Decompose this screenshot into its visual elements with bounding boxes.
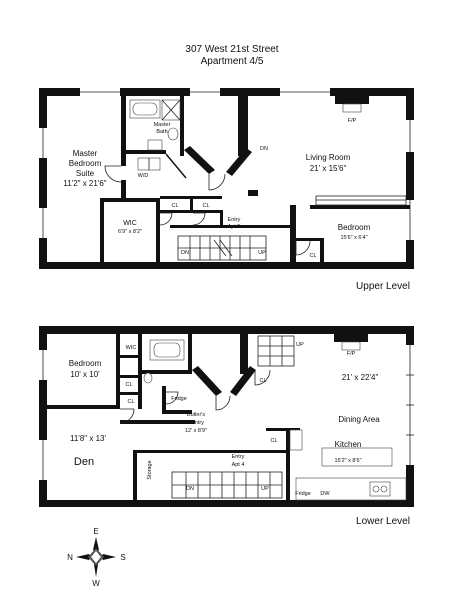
compass-east: E xyxy=(93,527,98,536)
pantry-fridge-label: Fridge xyxy=(171,396,187,402)
butlers-pantry-dims: 12' x 8'9" xyxy=(185,428,207,434)
upper-bedroom-dims: 15'6" x 6'4" xyxy=(340,235,367,241)
compass-north: N xyxy=(67,553,73,562)
compass-south: S xyxy=(120,553,125,562)
lower-closet-2: CL xyxy=(127,399,134,405)
kitchen-dims: 15'2" x 8'6" xyxy=(334,458,361,464)
storage-label: Storage xyxy=(147,460,153,479)
master-suite-label-2: Bedroom xyxy=(69,159,102,168)
upper-stair-dn: DN xyxy=(181,250,189,256)
lower-bedroom-dims: 10' x 10' xyxy=(70,370,100,379)
lower-bedroom-label: Bedroom xyxy=(69,359,102,368)
lower-stairs xyxy=(171,335,295,499)
upper-level-title: Upper Level xyxy=(356,281,410,292)
washer-dryer-label: W/D xyxy=(138,173,149,179)
master-suite-dims: 11'2" x 21'6" xyxy=(63,179,106,188)
butlers-pantry-label-2: Pantry xyxy=(188,420,204,426)
lower-level-title: Lower Level xyxy=(356,516,410,527)
dishwasher-label: DW xyxy=(320,491,330,497)
upper-level-plan: Master Bedroom Suite 11'2" x 21'6" Maste… xyxy=(39,88,414,292)
lower-exterior-walls xyxy=(39,326,414,507)
upper-fireplace-label: F/P xyxy=(348,118,357,124)
compass-west: W xyxy=(92,579,100,588)
upper-bedroom-label: Bedroom xyxy=(338,223,371,232)
lower-door-swings xyxy=(119,369,271,424)
upper-wic-dims: 6'9" x 8'2" xyxy=(118,229,142,235)
living-room-dn: DN xyxy=(260,146,268,152)
master-bath-label-2: Bath xyxy=(156,129,167,135)
upper-stairs xyxy=(177,235,267,261)
dining-area-label: Dining Area xyxy=(338,415,380,424)
upper-fireplace xyxy=(335,96,369,113)
lower-closet-1: CL xyxy=(125,382,132,388)
master-suite-label-3: Suite xyxy=(76,169,95,178)
upper-stair-up: UP xyxy=(258,250,266,256)
lower-labels: Bedroom 10' x 10' WIC CL CL CL CL Fridge… xyxy=(69,342,380,497)
upper-door-swings xyxy=(104,165,311,256)
upper-built-ins xyxy=(315,195,407,206)
butlers-pantry-label-1: Butler's xyxy=(187,412,205,418)
compass-rose: E W N S xyxy=(67,527,126,588)
plan-apartment: Apartment 4/5 xyxy=(201,56,264,67)
kitchen-fixtures xyxy=(289,429,407,501)
upper-exterior-walls xyxy=(39,88,414,269)
lower-closet-3: CL xyxy=(259,378,266,384)
master-bath-label-1: Master xyxy=(154,122,171,128)
upper-closet-1: CL xyxy=(171,203,178,209)
upper-closet-2: CL xyxy=(202,203,209,209)
den-label: Den xyxy=(74,456,94,468)
master-suite-label-1: Master xyxy=(73,149,98,158)
lower-stair-dn: DN xyxy=(186,486,194,492)
upper-entry-label-1: Entry xyxy=(228,217,241,223)
upper-entry-label-2: Apt 5 xyxy=(228,224,241,230)
lower-fireplace-label: F/P xyxy=(347,351,356,357)
lower-stair-up-top: UP xyxy=(296,342,304,348)
upper-closet-3: CL xyxy=(309,253,316,259)
upper-interior-walls xyxy=(100,96,410,262)
lower-entry-label-1: Entry xyxy=(232,454,245,460)
upper-wic-label: WIC xyxy=(123,220,137,227)
plan-address: 307 West 21st Street xyxy=(185,44,278,55)
master-bath-fixtures xyxy=(129,99,181,171)
upper-labels: Master Bedroom Suite 11'2" x 21'6" Maste… xyxy=(63,118,370,259)
lower-fireplace xyxy=(334,334,368,351)
den-dims: 11'8" x 13' xyxy=(70,434,106,443)
lower-wic-label: WIC xyxy=(126,345,137,351)
lower-stair-up: UP xyxy=(261,486,269,492)
great-room-dims: 21' x 22'4" xyxy=(342,373,379,382)
living-room-label: Living Room xyxy=(306,153,351,162)
lower-closet-4: CL xyxy=(270,438,277,444)
living-room-dims: 21' x 15'6" xyxy=(310,164,347,173)
lower-entry-label-2: Apt 4 xyxy=(232,462,245,468)
lower-level-plan: Bedroom 10' x 10' WIC CL CL CL CL Fridge… xyxy=(39,326,414,527)
kitchen-label: Kitchen xyxy=(335,440,362,449)
lower-bath-fixtures xyxy=(143,339,185,384)
kitchen-fridge-label: Fridge xyxy=(295,491,311,497)
lower-interior-walls xyxy=(47,334,300,500)
